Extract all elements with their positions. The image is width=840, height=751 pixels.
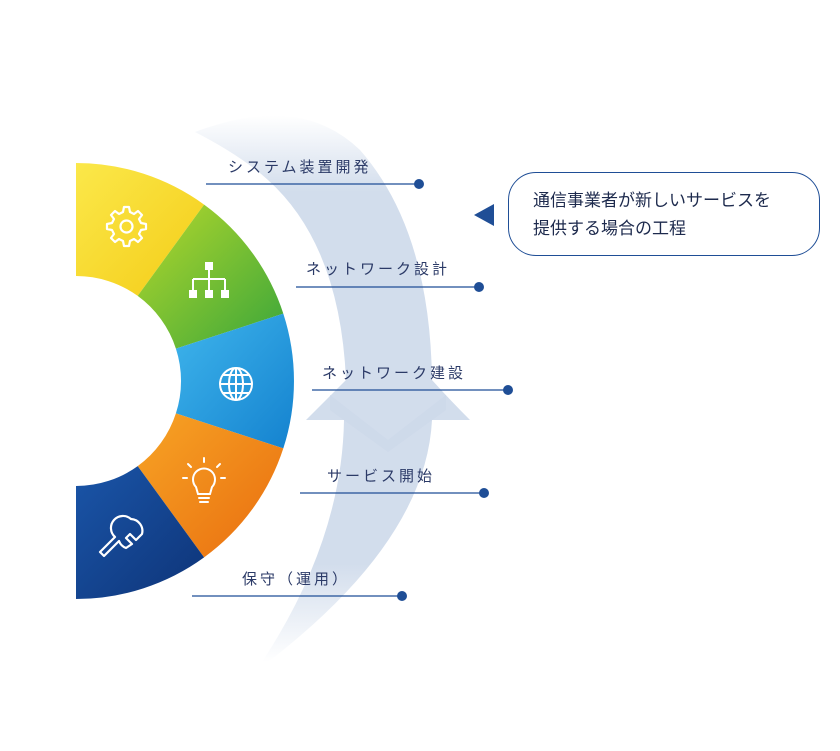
ring-segment-service [137,413,284,558]
callout-pointer [474,204,494,226]
callout-line-2: 提供する場合の工程 [533,219,686,239]
step-label-system: システム装置開発 [228,158,372,176]
flow-arrow-chevron [330,395,446,452]
flow-arrow [195,115,470,663]
step-label-maint: 保守（運用） [242,570,351,588]
ring-segment-build [175,313,294,449]
leader-service [300,488,489,498]
gear-icon [105,205,148,248]
ring-segment-design [137,204,284,349]
callout-line-1: 通信事業者が新しいサービスを [533,191,771,211]
globe-icon [219,367,253,401]
wrench-icon [98,514,144,558]
ring-segment-system [76,163,205,296]
leader-build [312,385,513,395]
segment-build-shape [175,313,294,449]
segment-design-shape [137,204,284,349]
segment-service-shape [137,413,284,558]
leader-design [296,282,484,292]
step-label-build: ネットワーク建設 [322,364,467,382]
ring-segment-maint [76,466,205,600]
leader-maint [192,591,407,601]
step-label-service: サービス開始 [327,467,436,485]
hierarchy-icon [189,262,229,298]
lightbulb-icon [182,457,226,503]
segment-maint-shape [76,466,205,600]
callout-box: 通信事業者が新しいサービスを 提供する場合の工程 [508,172,820,256]
step-label-design: ネットワーク設計 [306,260,451,278]
leader-system [206,179,424,189]
